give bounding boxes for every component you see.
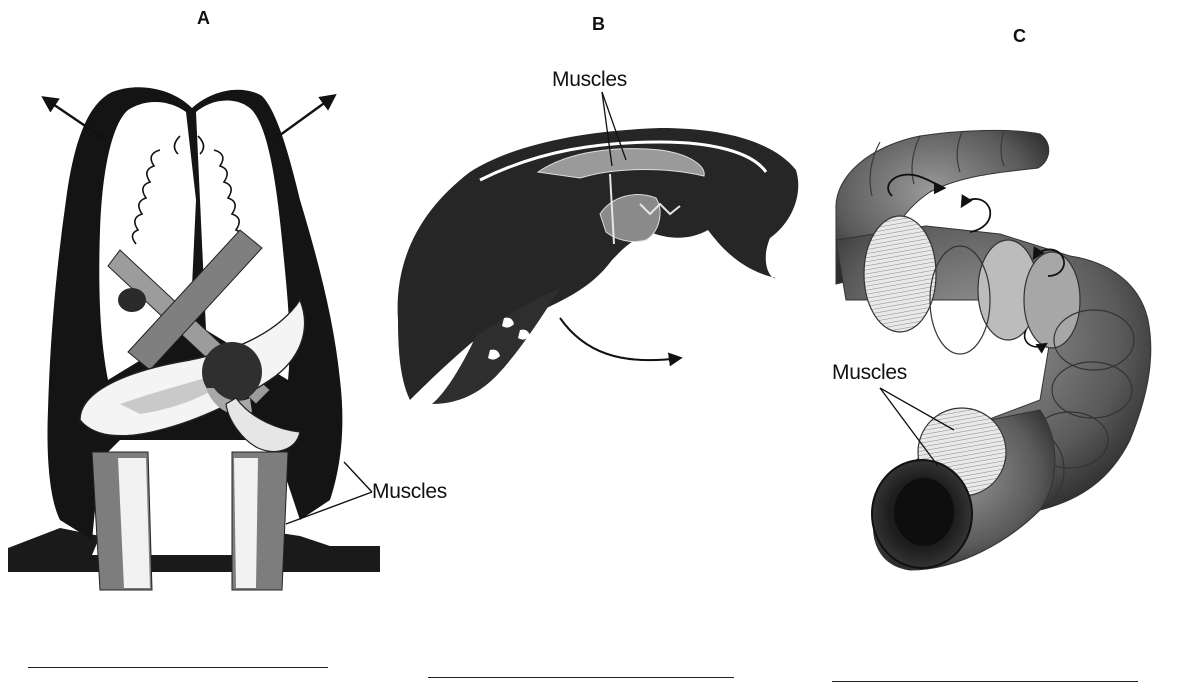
panel-c-segment-light-2 (1024, 252, 1080, 348)
panel-a-right-pillar-inner (234, 458, 258, 588)
twist-arrow-icon (962, 199, 990, 232)
panel-c-muscle-segment-upper (864, 216, 936, 332)
panel-a-base (8, 528, 380, 572)
panel-c-cut-end-inner (894, 478, 954, 546)
panel-a-knob-left (118, 288, 146, 312)
curved-arrow-icon (560, 318, 680, 360)
arrow-icon (276, 96, 334, 138)
panel-c-illustration (836, 130, 1151, 570)
panel-a-illustration (8, 87, 380, 590)
panel-b-illustration (398, 92, 799, 404)
